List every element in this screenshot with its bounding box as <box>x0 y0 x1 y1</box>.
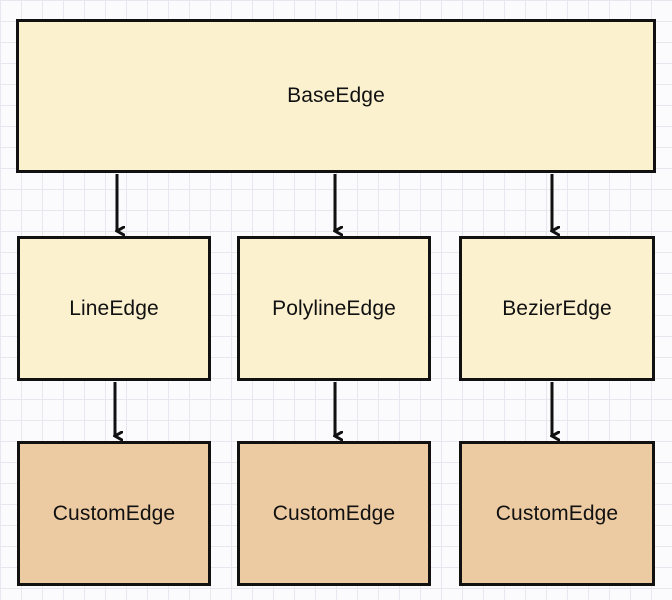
custom-edge-label-bezier: CustomEdge <box>495 501 619 525</box>
custom-edge-node-polyline: CustomEdge <box>237 441 431 586</box>
custom-edge-label-line: CustomEdge <box>52 501 176 525</box>
custom-edge-label-polyline: CustomEdge <box>272 501 396 525</box>
custom-edge-node-line: CustomEdge <box>17 441 211 586</box>
line-edge-node: LineEdge <box>17 236 211 381</box>
base-edge-label: BaseEdge <box>287 84 385 107</box>
line-edge-label: LineEdge <box>69 296 159 320</box>
base-edge-node: BaseEdge <box>16 19 656 173</box>
bezier-edge-node: BezierEdge <box>459 236 655 381</box>
polyline-edge-label: PolylineEdge <box>272 296 396 320</box>
bezier-edge-label: BezierEdge <box>502 296 612 320</box>
polyline-edge-node: PolylineEdge <box>237 236 431 381</box>
custom-edge-node-bezier: CustomEdge <box>459 441 655 586</box>
